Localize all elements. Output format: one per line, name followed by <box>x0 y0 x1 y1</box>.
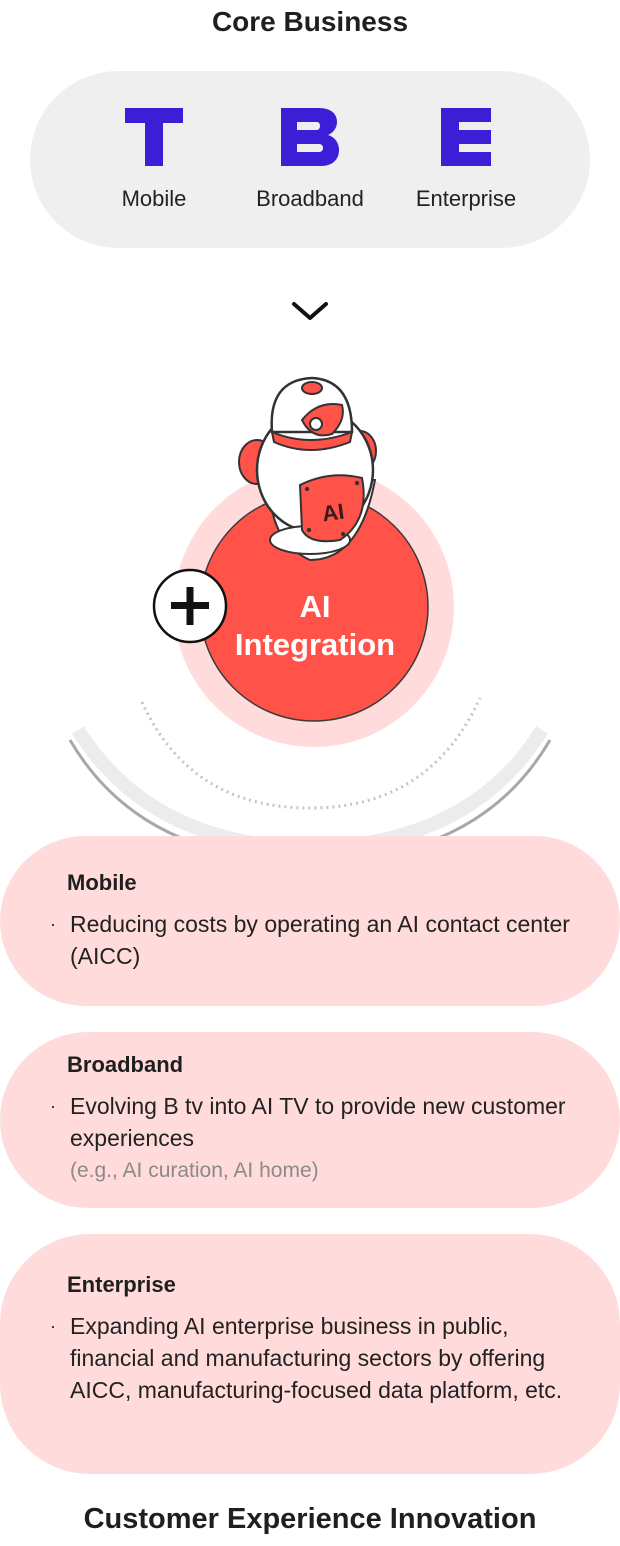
chevron-down-icon <box>292 302 328 320</box>
card-enterprise: Enterprise · Expanding AI enterprise bus… <box>0 1234 620 1474</box>
robot-badge-text: AI <box>320 499 345 527</box>
dotted-arc <box>140 697 482 810</box>
ai-integration-label-line2: Integration <box>234 627 396 662</box>
core-business-enterprise: Enterprise <box>391 108 541 212</box>
card-bullet: · Expanding AI enterprise business in pu… <box>50 1310 580 1406</box>
card-mobile: Mobile · Reducing costs by operating an … <box>0 836 620 1006</box>
plus-icon <box>152 568 228 644</box>
ai-integration-diagram: AI <box>68 376 552 850</box>
card-bullet-text: Reducing costs by operating an AI contac… <box>70 911 570 969</box>
letter-e-logo-icon <box>441 108 491 166</box>
card-bullet-text: Evolving B tv into AI TV to provide new … <box>70 1093 566 1151</box>
outer-arc-shadow <box>72 726 548 850</box>
robot-icon: AI <box>238 376 377 562</box>
bullet-dot-icon: · <box>50 1096 56 1116</box>
core-business-label: Broadband <box>256 186 364 211</box>
card-broadband: Broadband · Evolving B tv into AI TV to … <box>0 1032 620 1208</box>
core-business-mobile: Mobile <box>79 108 229 212</box>
letter-b-logo-icon <box>281 108 339 166</box>
card-bullet: · Evolving B tv into AI TV to provide ne… <box>50 1090 580 1188</box>
core-business-broadband: Broadband <box>235 108 385 212</box>
ai-integration-label-line1: AI <box>299 589 331 624</box>
card-title: Enterprise <box>67 1272 176 1297</box>
core-business-label: Mobile <box>121 186 187 211</box>
bullet-dot-icon: · <box>50 914 56 934</box>
card-title: Mobile <box>67 870 137 895</box>
core-business-title: Core Business <box>211 6 409 37</box>
card-title: Broadband <box>67 1052 184 1077</box>
bullet-dot-icon: · <box>50 1316 56 1336</box>
customer-experience-title: Customer Experience Innovation <box>83 1503 537 1535</box>
card-bullet: · Reducing costs by operating an AI cont… <box>50 908 580 972</box>
outer-arc <box>68 739 552 850</box>
card-bullet-text: Expanding AI enterprise business in publ… <box>70 1313 563 1403</box>
letter-t-logo-icon <box>125 108 183 166</box>
core-business-label: Enterprise <box>415 186 517 211</box>
card-bullet-note: (e.g., AI curation, AI home) <box>70 1159 319 1182</box>
